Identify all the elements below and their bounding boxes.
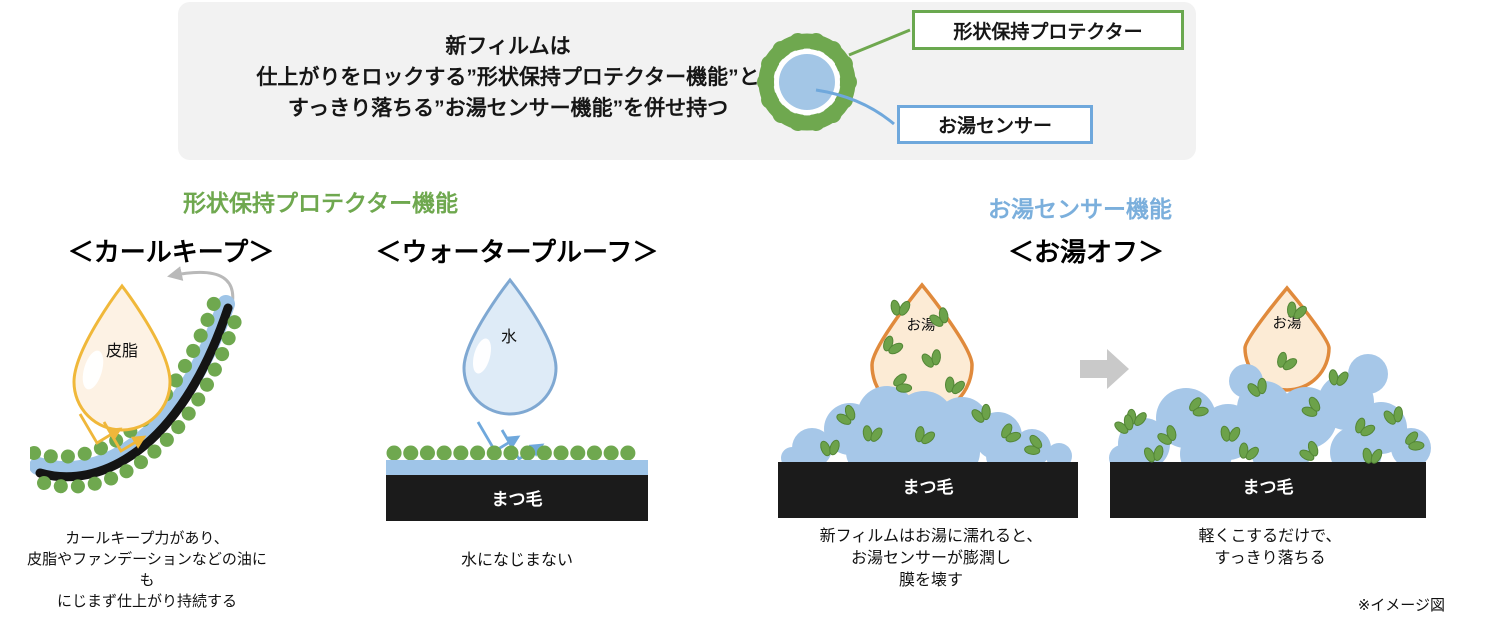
hot-water-drop-label: お湯 <box>1273 315 1302 332</box>
waterproof-illustration: 水 まつ毛 <box>386 277 648 521</box>
lash-bar <box>1110 462 1426 518</box>
hot-water-off-title: ＜お湯オフ＞ <box>1007 237 1164 267</box>
sebum-drop-highlight <box>82 350 104 390</box>
eyelash-curve <box>35 303 233 482</box>
hot-water-swell-illustration: お湯 まつ毛 <box>778 282 1078 518</box>
film-layer <box>386 460 648 475</box>
intro-text: 新フィルムは 仕上がりをロックする”形状保持プロテクター機能”と すっきり落ちる… <box>256 35 760 120</box>
image-note: ※イメージ図 <box>1357 597 1445 614</box>
water-drop-label: 水 <box>501 328 517 346</box>
sensor-label-box: お湯センサー <box>897 105 1093 144</box>
waterproof-title: ＜ウォータープルーフ＞ <box>375 237 659 267</box>
water-drop-highlight <box>472 338 492 374</box>
repel-arrow-yellow-2 <box>102 421 147 453</box>
protector-dots-inner <box>37 311 243 494</box>
protector-connector-line <box>848 28 911 57</box>
sebum-drop-label: 皮脂 <box>106 342 138 360</box>
lash-bar <box>386 475 648 521</box>
curl-keep-caption: カールキープ力があり、 皮脂やファンデーションなどの油にも にじまず仕上がり持続… <box>27 530 267 610</box>
transition-arrow <box>1080 349 1129 389</box>
curl-keep-illustration: 皮脂 <box>30 266 243 494</box>
lash-bar-label: まつ毛 <box>492 489 543 509</box>
sensor-connector-line <box>815 88 895 126</box>
protector-label-box: 形状保持プロテクター <box>912 10 1184 50</box>
waterproof-caption: 水になじまない <box>460 552 573 569</box>
hot-water-rinse-illustration: お湯 まつ毛 <box>1109 285 1431 518</box>
protector-dots-outer <box>30 285 225 464</box>
rinse-caption: 軽くこするだけで、 すっきり落ちる <box>1198 528 1342 567</box>
hot-water-drop <box>1243 285 1331 392</box>
lash-bar <box>778 462 1078 518</box>
lash-bar-label: まつ毛 <box>903 477 954 497</box>
sensor-section-heading: お湯センサー機能 <box>988 196 1172 222</box>
sensor-core <box>779 54 835 110</box>
curl-keep-title: ＜カールキープ＞ <box>67 237 275 267</box>
hot-water-drop-label: お湯 <box>907 317 936 334</box>
capsule-diagram <box>757 28 911 131</box>
water-drop <box>462 277 558 416</box>
protector-capsule <box>757 33 857 131</box>
protector-section-heading: 形状保持プロテクター機能 <box>183 190 459 216</box>
right-arrow-icon <box>1080 349 1129 389</box>
protector-label: 形状保持プロテクター <box>953 21 1143 43</box>
lash-bar-label: まつ毛 <box>1243 477 1294 497</box>
swell-caption: 新フィルムはお湯に濡れると、 お湯センサーが膨潤し 膜を壊す <box>819 528 1043 589</box>
sensor-label: お湯センサー <box>937 116 1052 137</box>
